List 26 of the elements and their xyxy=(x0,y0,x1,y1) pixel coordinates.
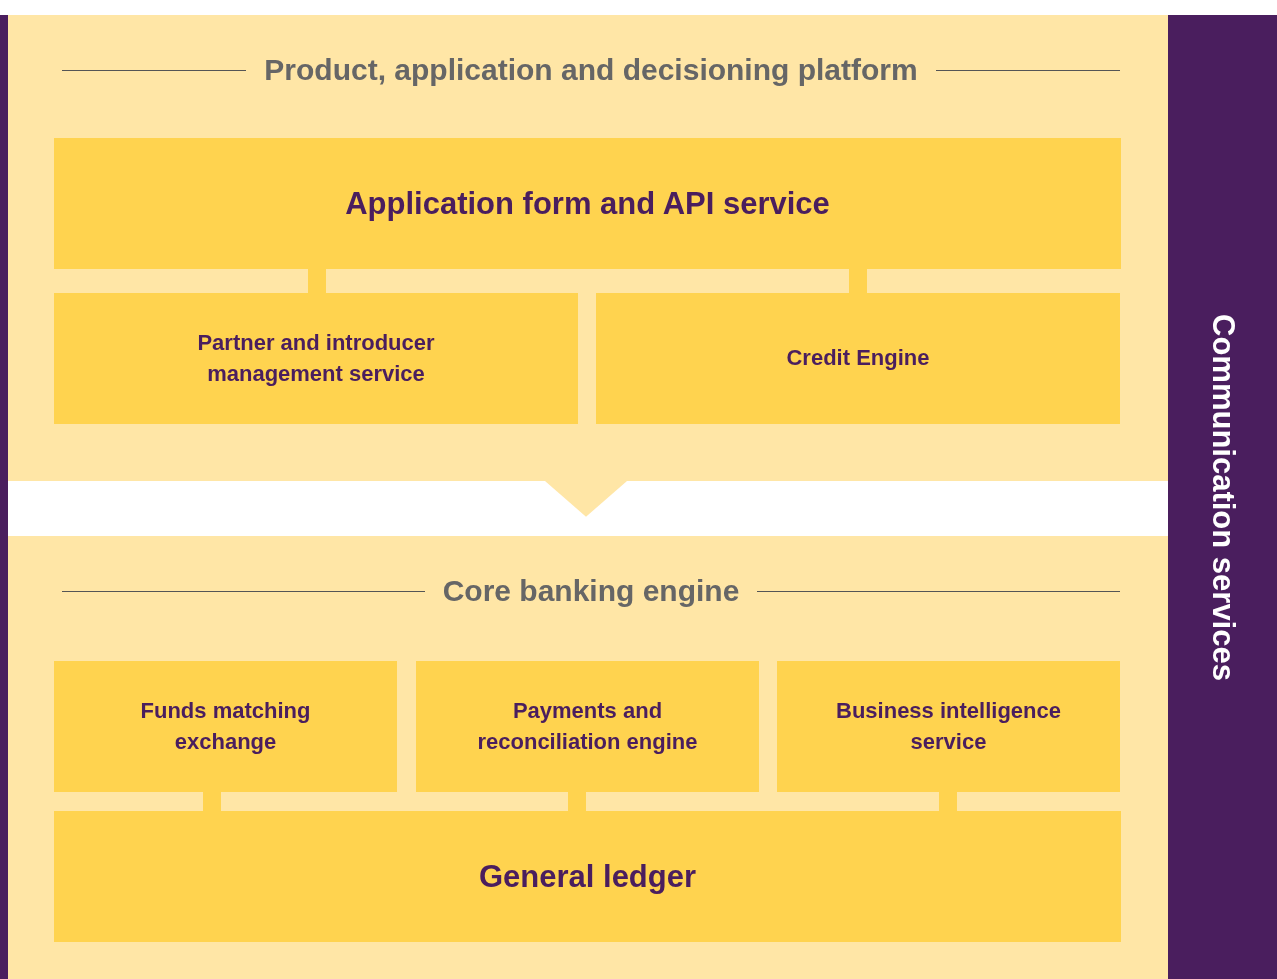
section-heading: Core banking engine xyxy=(442,574,740,608)
connector xyxy=(939,792,957,811)
service-label: Credit Engine xyxy=(786,344,930,373)
connector xyxy=(203,792,221,811)
side-panel xyxy=(1168,15,1277,979)
service-box xyxy=(54,811,1121,942)
service-box xyxy=(777,661,1120,792)
service-label: General ledger xyxy=(478,857,697,896)
service-label: Partner and introducer management service xyxy=(196,328,436,388)
connector xyxy=(308,269,326,293)
service-box xyxy=(54,661,397,792)
service-box xyxy=(416,661,759,792)
service-box xyxy=(596,293,1120,424)
service-label: Payments and reconciliation engine xyxy=(476,696,699,756)
connector xyxy=(568,792,586,811)
service-label: Application form and API service xyxy=(345,184,830,223)
side-panel-label: Communication services xyxy=(1204,313,1241,681)
connector xyxy=(849,269,867,293)
platform-panel xyxy=(8,15,1168,481)
service-box xyxy=(54,293,578,424)
section-heading: Product, application and decisioning platform xyxy=(264,53,918,87)
service-label: Funds matching exchange xyxy=(139,696,312,756)
platform-panel xyxy=(8,536,1168,979)
arrow xyxy=(545,481,627,517)
service-label: Business intelligence service xyxy=(835,696,1062,756)
service-box xyxy=(54,138,1121,269)
